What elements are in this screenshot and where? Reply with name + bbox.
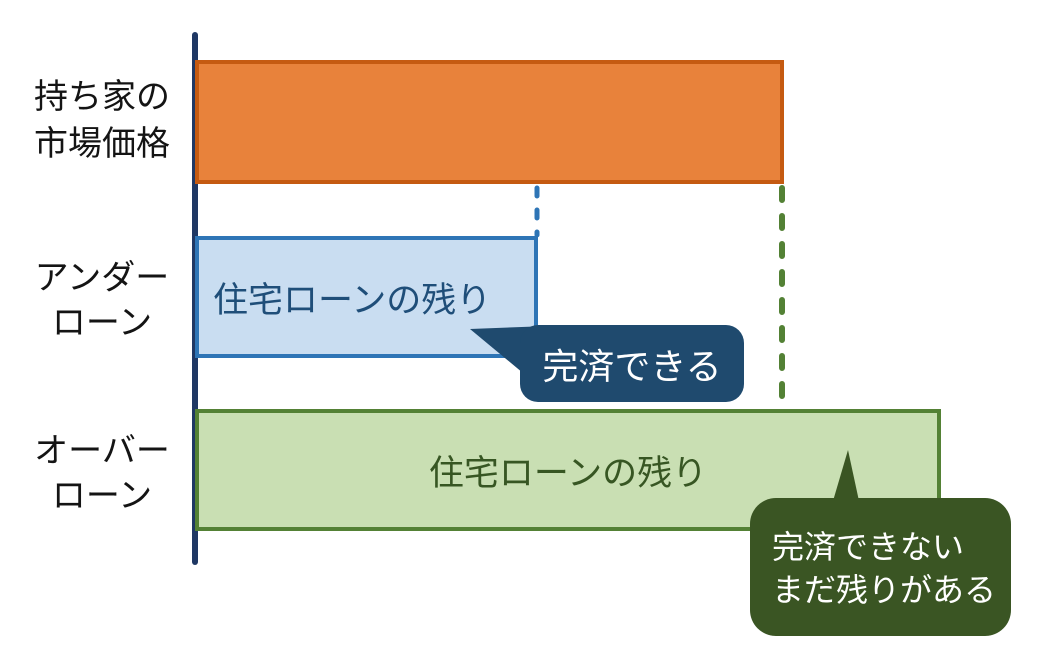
label-underloan-line1: アンダー bbox=[34, 259, 170, 297]
underloan-callout-text: 完済できる bbox=[542, 345, 722, 387]
label-underloan-line2: ローン bbox=[51, 304, 153, 342]
label-overloan: オーバー ローン bbox=[12, 429, 192, 519]
label-overloan-line1: オーバー bbox=[34, 432, 170, 470]
label-overloan-line2: ローン bbox=[51, 477, 153, 515]
overloan-callout-line1: 完済できない bbox=[772, 529, 965, 565]
market-price-bar bbox=[195, 60, 784, 184]
underloan-callout: 完済できる bbox=[520, 325, 744, 402]
overloan-bar-label: 住宅ローンの残り bbox=[428, 453, 708, 493]
overloan-callout: 完済できない まだ残りがある bbox=[750, 498, 1011, 636]
underloan-bar-label: 住宅ローンの残り bbox=[213, 280, 492, 320]
overloan-callout-line2: まだ残りがある bbox=[772, 572, 997, 608]
label-underloan: アンダー ローン bbox=[12, 256, 192, 346]
label-market-price: 持ち家の 市場価格 bbox=[12, 74, 192, 168]
label-market-price-line2: 市場価格 bbox=[34, 125, 170, 163]
underloan-bar: 住宅ローンの残り bbox=[195, 236, 538, 358]
label-market-price-line1: 持ち家の bbox=[34, 78, 170, 116]
